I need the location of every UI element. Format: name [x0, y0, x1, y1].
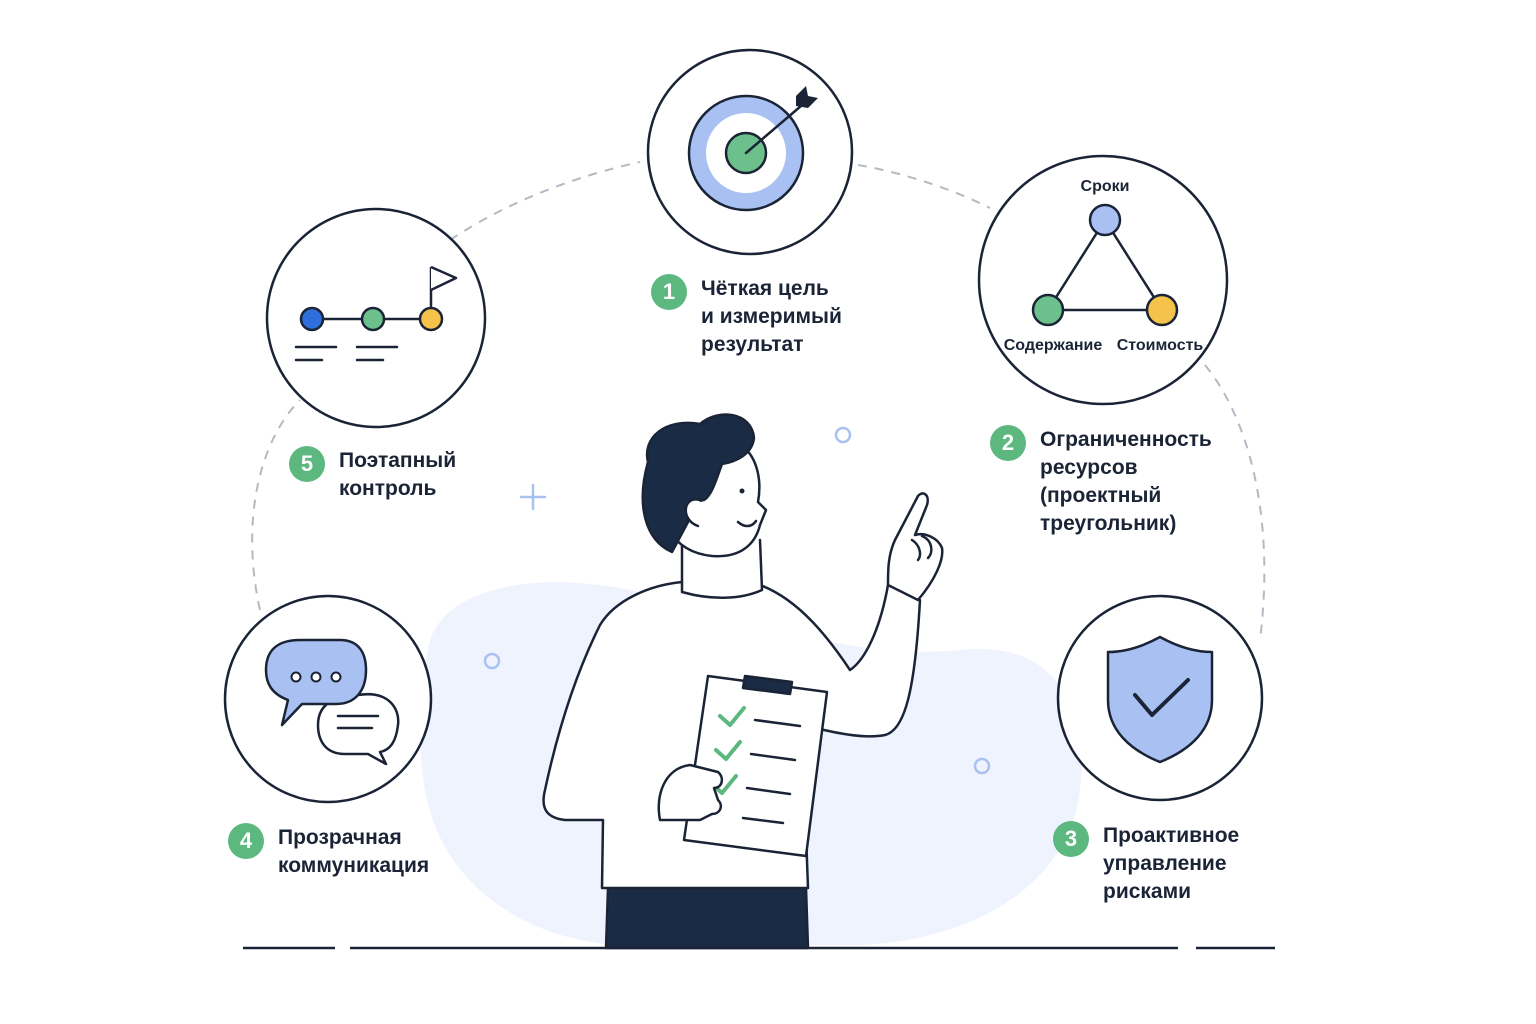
decor-dot [483, 652, 501, 670]
person-eye [739, 488, 745, 494]
dashed-arc [251, 161, 1266, 641]
triangle-node-left [1031, 293, 1065, 327]
principle-5-icon-circle [265, 207, 487, 429]
check-icon [718, 706, 746, 727]
principle-2-badge: 2 [990, 425, 1026, 461]
principle-1-badge: 1 [651, 274, 687, 310]
principle-3-icon-circle [1056, 594, 1264, 802]
check-icon [714, 740, 742, 761]
principle-1-label: 1 Чёткая цель и измеримый результат [651, 274, 842, 359]
triangle-label-left: Содержание [1004, 337, 1103, 354]
principle-3-text: Проактивное управление рисками [1103, 824, 1240, 903]
principle-2-text: Ограниченность ресурсов (проектный треуг… [1040, 428, 1212, 535]
principle-4-badge: 4 [228, 823, 264, 859]
shield-check-icon [1106, 635, 1214, 764]
principle-5-label: 5 Поэтапный контроль [289, 446, 456, 503]
principle-1-text: Чёткая цель и измеримый результат [701, 277, 842, 356]
triangle-label-top: Сроки [1081, 178, 1130, 195]
target-icon [687, 86, 818, 212]
person-illustration [542, 413, 944, 950]
principle-4-label: 4 Прозрачная коммуникация [228, 823, 429, 880]
principle-5-text: Поэтапный контроль [339, 449, 457, 500]
clipboard [682, 674, 829, 858]
triangle-node-top [1088, 203, 1122, 237]
person-ear [684, 498, 702, 528]
person-holding-hand [657, 763, 724, 822]
principle-5-badge: 5 [289, 446, 325, 482]
milestones-flag-icon [294, 265, 458, 362]
person-hair [641, 413, 756, 554]
principle-4-text: Прозрачная коммуникация [278, 826, 430, 877]
chat-bubbles-icon [264, 638, 400, 766]
decor-plus [519, 483, 547, 511]
principle-2-label: 2 Ограниченность ресурсов (проектный тре… [990, 425, 1212, 538]
principle-3-label: 3 Проактивное управление рисками [1053, 821, 1239, 906]
decor-dot [973, 757, 991, 775]
project-triangle-icon [1031, 203, 1179, 327]
triangle-label-right: Стоимость [1117, 337, 1204, 354]
decor-dot [834, 426, 852, 444]
person-trousers [604, 886, 810, 950]
triangle-node-right [1145, 293, 1179, 327]
principle-4-icon-circle [223, 594, 433, 804]
person-smile [736, 519, 758, 528]
person-pointing-hand [886, 492, 944, 602]
principle-1-icon-circle [646, 48, 854, 256]
principle-2-icon-circle: Сроки Содержание Стоимость [977, 154, 1229, 406]
principle-3-badge: 3 [1053, 821, 1089, 857]
